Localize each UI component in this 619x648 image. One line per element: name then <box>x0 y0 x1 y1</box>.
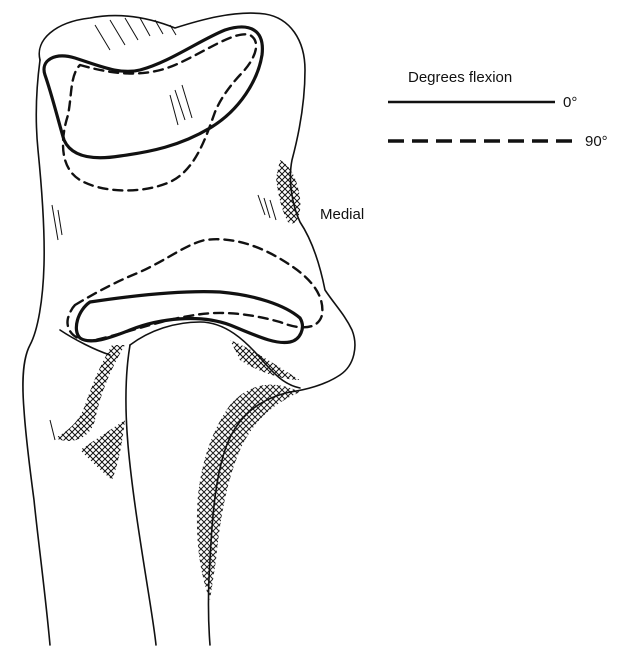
medial-strokes <box>258 195 276 220</box>
legend-label-90deg: 90° <box>585 133 608 150</box>
left-edge-strokes <box>50 205 62 440</box>
legend-title: Degrees flexion <box>408 69 512 86</box>
notch-hatch-right <box>230 340 300 380</box>
shaft-inner-edge <box>126 345 156 645</box>
upper-bone-contour <box>39 13 355 392</box>
lower-contact-90deg <box>67 239 322 340</box>
notch-lower-edge <box>60 330 110 355</box>
left-bone-contour <box>23 60 50 645</box>
lower-contact-0deg <box>76 292 302 343</box>
medial-hatch <box>276 160 300 223</box>
medial-label: Medial <box>320 206 364 223</box>
top-hatch <box>95 18 176 50</box>
shaft-hatch-right <box>197 385 300 600</box>
upper-contact-90deg <box>63 34 256 190</box>
upper-contact-0deg <box>44 27 262 158</box>
lower-contact-area <box>67 239 322 342</box>
bone-shading <box>50 18 300 600</box>
legend-label-0deg: 0° <box>563 94 577 111</box>
shaft-left-contour <box>130 322 300 388</box>
upper-hatch-lines <box>170 85 192 125</box>
upper-contact-area <box>44 27 262 190</box>
legend: Degrees flexion 0° 90° <box>388 69 608 150</box>
shaft-hatch-left <box>55 345 125 441</box>
